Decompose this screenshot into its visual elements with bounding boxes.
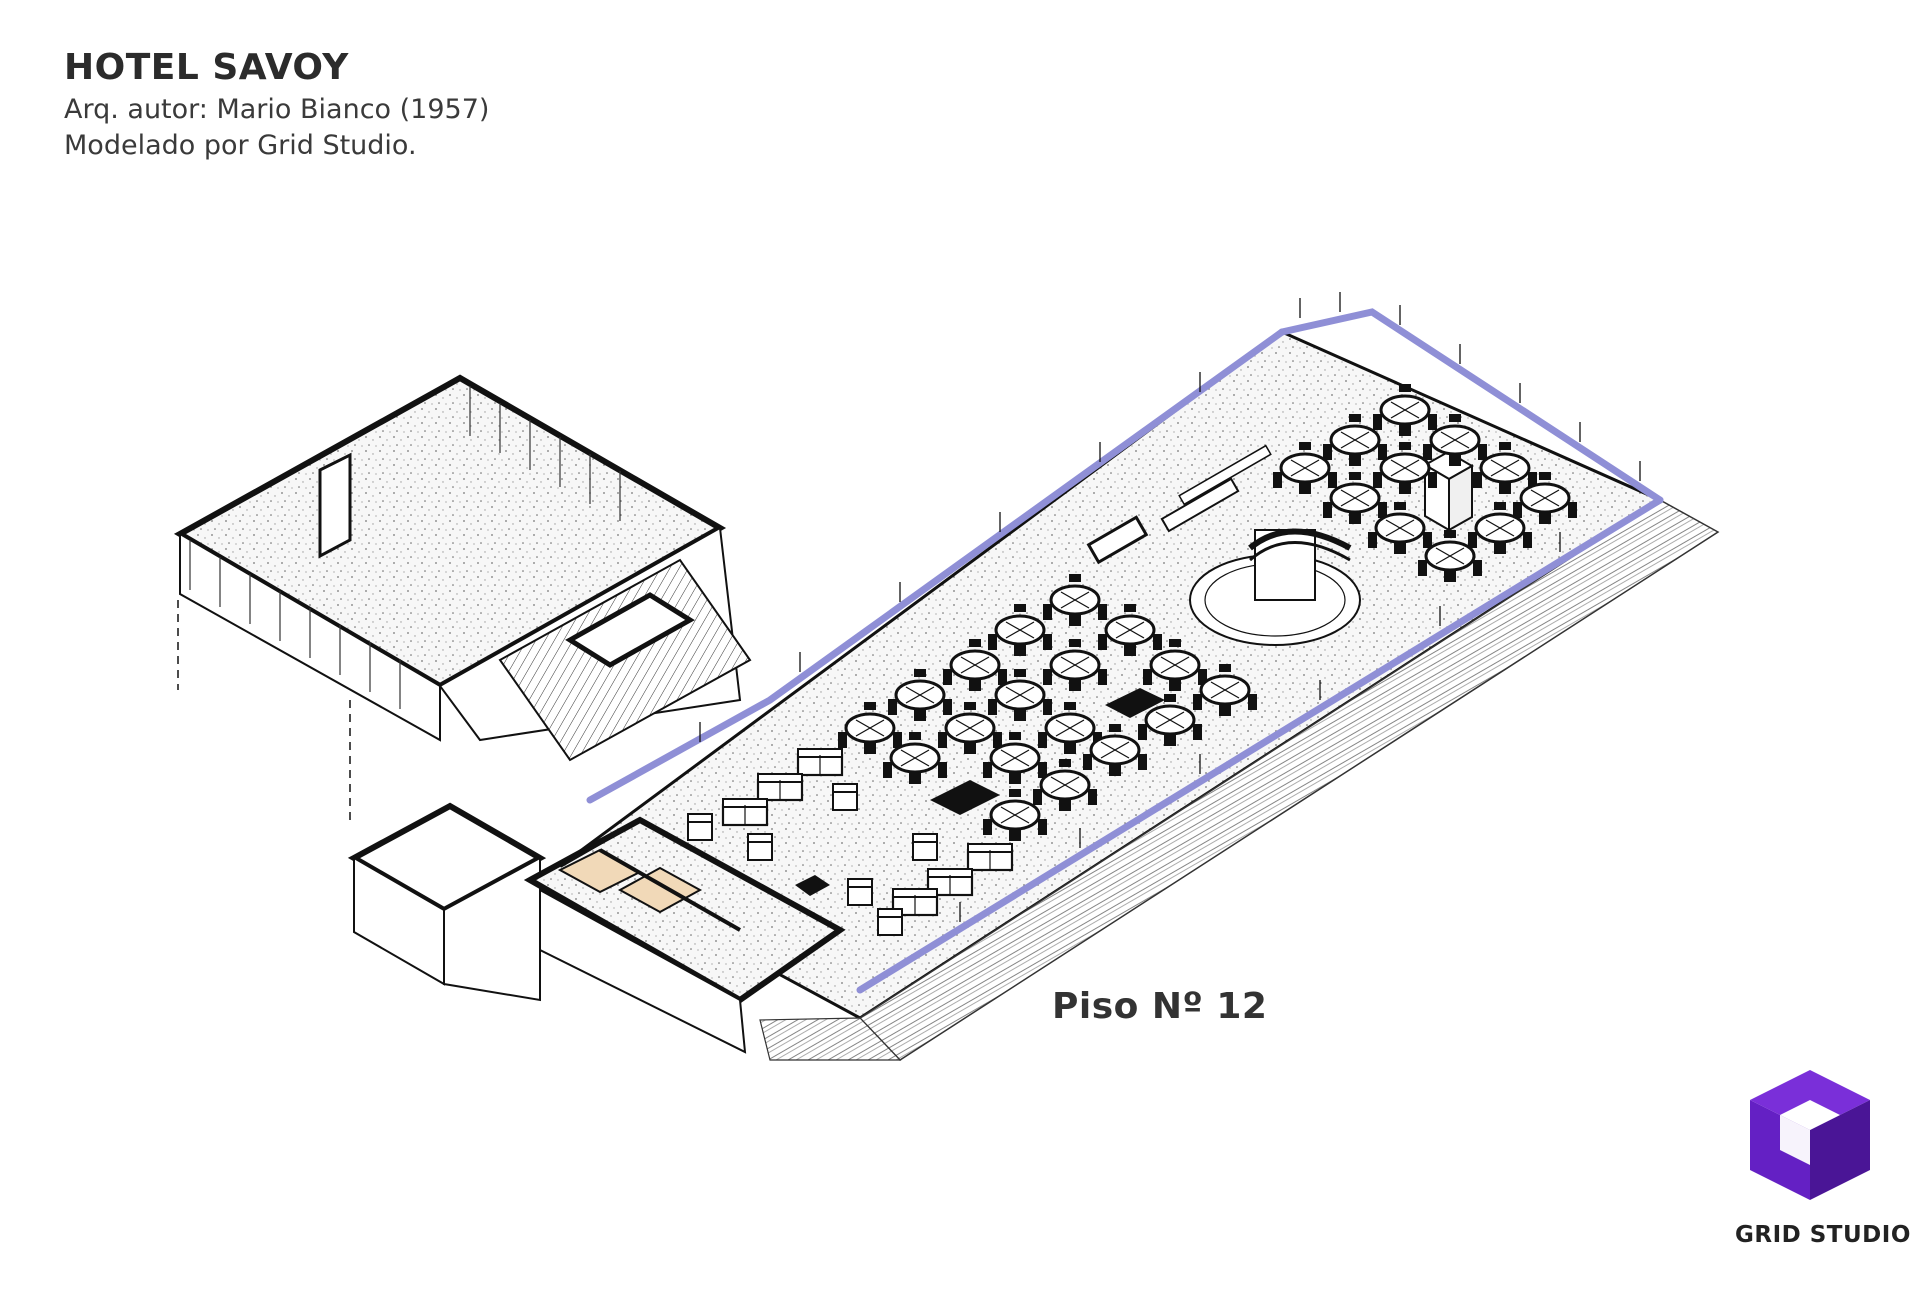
architect-credit: Arq. autor: Mario Bianco (1957) — [64, 94, 490, 125]
circular-bar — [1189, 528, 1361, 646]
grid-studio-logo-icon — [1750, 1070, 1870, 1200]
modeler-credit: Modelado por Grid Studio. — [64, 130, 417, 161]
dark-mats — [795, 688, 1165, 896]
bar-stools — [1086, 444, 1272, 565]
structural-column — [1422, 450, 1475, 532]
brand-name: GRID STUDIO — [1735, 1222, 1911, 1248]
floor-label: Piso Nº 12 — [1052, 986, 1268, 1027]
project-title: HOTEL SAVOY — [64, 47, 349, 88]
stair-tower-block — [173, 374, 752, 820]
service-rooms-block — [347, 802, 846, 1054]
terrace-railing — [586, 308, 1664, 994]
railing-posts — [699, 292, 1641, 922]
title-block: HOTEL SAVOY Arq. autor: Mario Bianco (19… — [64, 44, 489, 164]
